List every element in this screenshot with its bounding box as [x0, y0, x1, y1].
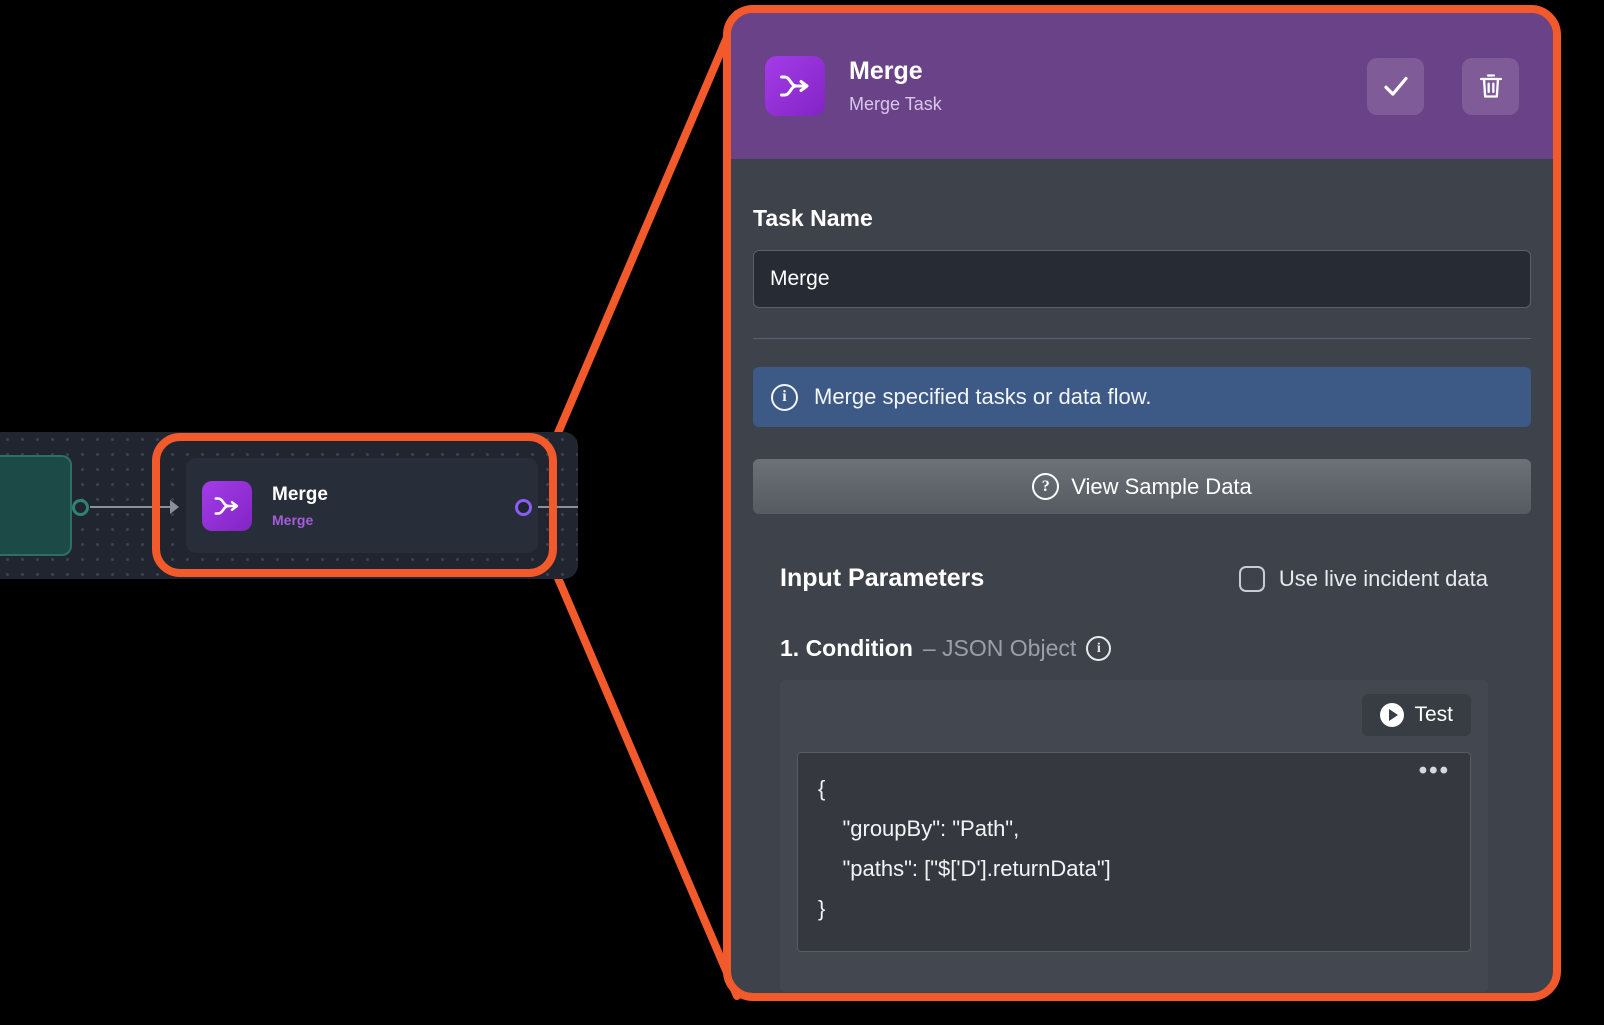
test-button[interactable]: Test: [1362, 694, 1471, 736]
code-line: "groupBy": "Path",: [818, 816, 1020, 841]
code-line: }: [818, 896, 826, 921]
merge-output-port[interactable]: [515, 499, 532, 516]
json-code-editor[interactable]: ••• { "groupBy": "Path", "paths": ["$['D…: [797, 752, 1471, 952]
confirm-button[interactable]: [1367, 57, 1424, 115]
connection-wire: [90, 506, 170, 508]
code-line: {: [818, 776, 826, 801]
connection-arrowhead: [170, 500, 179, 514]
delete-button[interactable]: [1462, 57, 1519, 115]
play-icon: [1380, 703, 1405, 727]
condition-editor: Test ••• { "groupBy": "Path", "paths": […: [780, 680, 1488, 992]
input-parameters-heading: Input Parameters: [780, 564, 985, 592]
node-title: Merge: [272, 483, 328, 505]
upstream-node[interactable]: [0, 455, 72, 556]
param-info-icon[interactable]: i: [1086, 636, 1112, 661]
view-sample-data-label: View Sample Data: [1071, 473, 1252, 499]
info-banner-text: Merge specified tasks or data flow.: [814, 384, 1152, 409]
code-line: "paths": ["$['D'].returnData"]: [818, 856, 1111, 881]
live-data-label: Use live incident data: [1278, 565, 1488, 591]
panel-title: Merge: [849, 57, 923, 85]
node-subtitle: Merge: [272, 511, 314, 528]
task-name-input[interactable]: [753, 250, 1531, 308]
merge-icon: [202, 480, 252, 531]
editor-menu-icon[interactable]: •••: [1418, 757, 1450, 784]
merge-icon: [765, 56, 825, 116]
view-sample-data-button[interactable]: ? View Sample Data: [753, 459, 1531, 514]
use-live-incident-data-toggle[interactable]: Use live incident data: [1238, 565, 1488, 592]
condition-param-name: 1. Condition: [780, 635, 913, 661]
info-banner: i Merge specified tasks or data flow.: [753, 367, 1531, 427]
info-icon: i: [771, 383, 798, 411]
node-zoom-highlight: [152, 433, 557, 577]
task-name-label: Task Name: [753, 205, 873, 231]
trash-icon: [1479, 74, 1502, 98]
panel-header: Merge Merge Task: [731, 13, 1553, 159]
live-data-checkbox[interactable]: [1238, 565, 1265, 592]
task-config-panel: Merge Merge Task Task Name: [723, 5, 1561, 1001]
question-icon: ?: [1032, 473, 1060, 500]
test-button-label: Test: [1414, 703, 1453, 726]
merge-node[interactable]: Merge Merge: [186, 458, 538, 553]
upstream-output-port[interactable]: [72, 499, 89, 516]
panel-subtitle: Merge Task: [849, 94, 942, 114]
divider: [753, 338, 1531, 339]
check-icon: [1383, 76, 1408, 96]
condition-param-type: – JSON Object: [922, 635, 1077, 661]
